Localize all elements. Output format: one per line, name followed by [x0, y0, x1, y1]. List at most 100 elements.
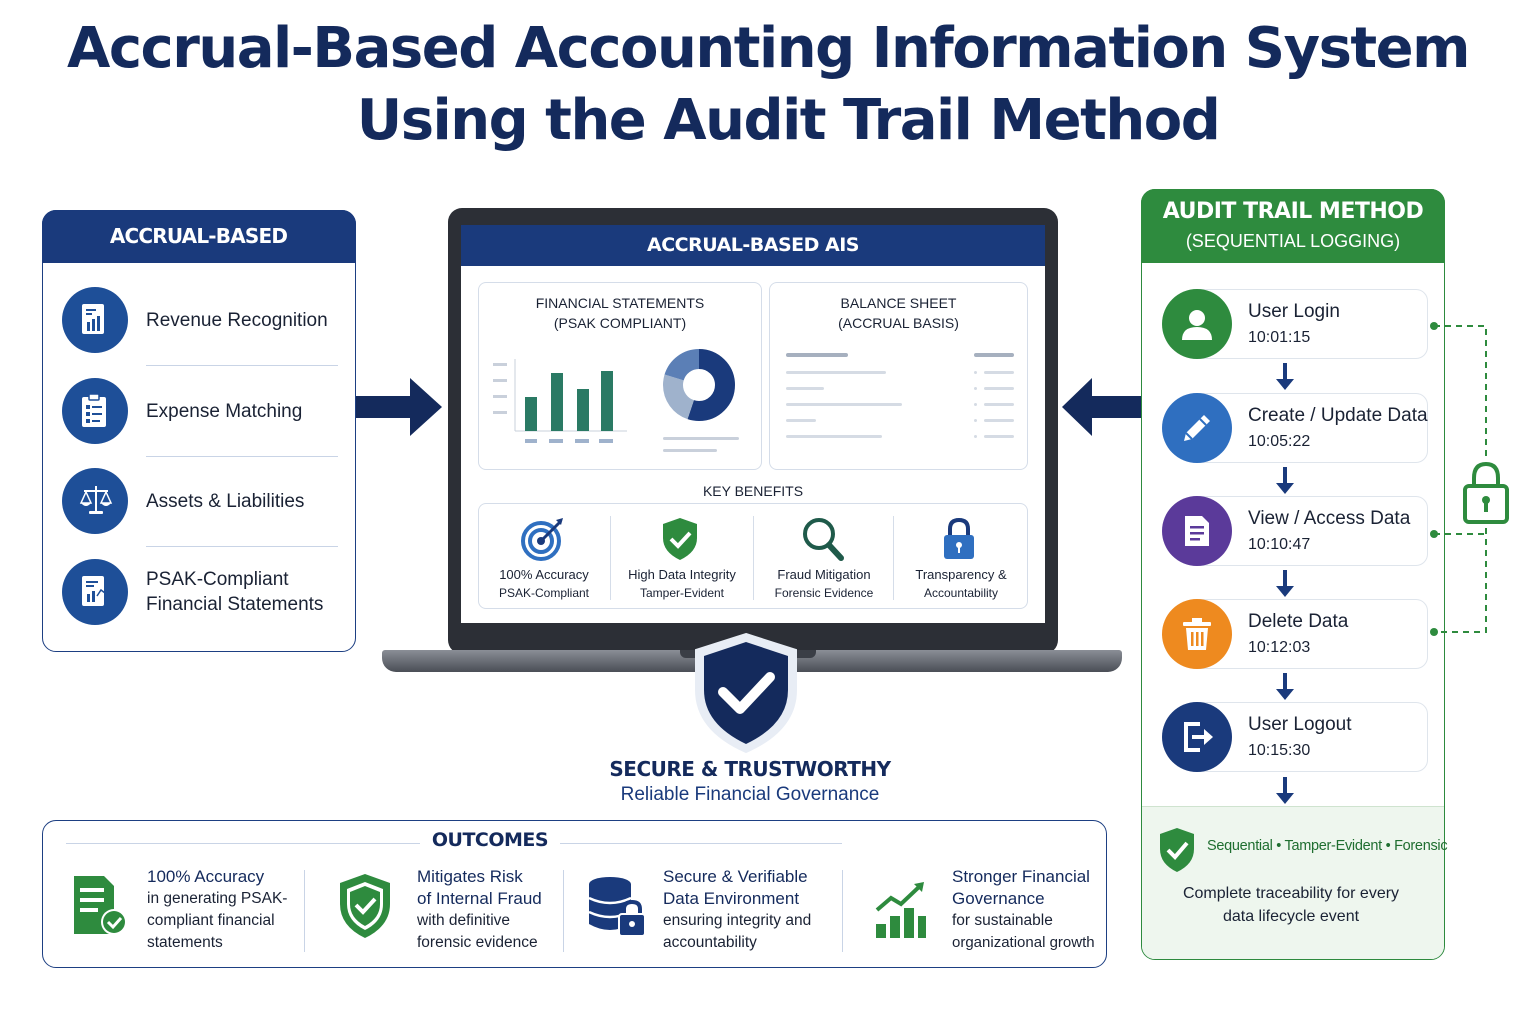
step-name: Create / Update Data [1248, 405, 1428, 426]
label-line-1: PSAK-Compliant [146, 569, 289, 590]
label-line-2: Financial Statements [146, 594, 324, 615]
step-time: 10:15:30 [1248, 742, 1311, 759]
title-line-1: Accrual-Based Accounting Information Sys… [66, 16, 1471, 81]
growth-chart-icon [875, 882, 926, 938]
page-title-line-2: Using the Audit Trail Method [0, 86, 1536, 156]
page-title: Accrual-Based Accounting Information Sys… [0, 14, 1536, 84]
outcome-heading: Secure & Verifiable [663, 867, 808, 886]
sheet-line [786, 353, 848, 357]
outcomes-rule [66, 843, 420, 844]
benefit-line-2: Accountability [923, 586, 999, 600]
down-arrow-icon [1276, 363, 1294, 390]
benefit-line-1: High Data Integrity [628, 567, 736, 582]
divider [146, 546, 338, 547]
financial-statements-card: FINANCIAL STATEMENTS (PSAK COMPLIANT) [478, 282, 762, 470]
sheet-line [974, 419, 977, 422]
document-check-icon [74, 876, 127, 935]
sheet-line [974, 387, 977, 390]
title-line-1: BALANCE SHEET [840, 295, 957, 311]
card-title: FINANCIAL STATEMENTS (PSAK COMPLIANT) [479, 293, 761, 333]
accrual-accounting-heading: ACCRUAL-BASED ACCOUNTING [41, 209, 356, 301]
legend-line [663, 449, 717, 452]
divider [304, 870, 305, 952]
donut-chart-thumbnail [663, 349, 735, 421]
benefit-line-2: Tamper-Evident [639, 586, 725, 600]
outcome-heading: Data Environment [663, 889, 800, 908]
title-line-2: (PSAK COMPLIANT) [553, 315, 687, 331]
sheet-line [984, 371, 1014, 374]
outcome-body: for sustainable [952, 912, 1053, 929]
key-benefits-box [478, 503, 1028, 609]
database-lock-icon [588, 877, 646, 937]
down-arrow-icon [1276, 673, 1294, 700]
outcome-body: forensic evidence [417, 934, 538, 951]
right-arrow-icon [356, 378, 442, 436]
sheet-line [786, 419, 816, 422]
balance-scale-icon [62, 468, 128, 534]
benefit-integrity: High Data Integrity Tamper-Evident [612, 508, 752, 604]
outcome-body: statements [147, 934, 223, 951]
outcome-heading: 100% Accuracy [147, 867, 265, 886]
audit-step-create-update: Create / Update Data 10:05:22 [1160, 393, 1428, 465]
down-arrow-icon [1276, 777, 1294, 804]
step-name: View / Access Data [1248, 508, 1411, 529]
audit-step-login: User Login 10:01:15 [1160, 289, 1428, 361]
step-name: User Login [1248, 301, 1340, 322]
audit-step-view-access: View / Access Data 10:10:47 [1160, 496, 1428, 568]
revenue-recognition-item: Revenue Recognition [62, 275, 338, 365]
step-name: User Logout [1248, 714, 1352, 735]
audit-trail-heading: AUDIT TRAIL METHOD [1162, 199, 1424, 224]
logout-icon [1162, 702, 1232, 772]
outcome-accuracy: 100% Accuracy in generating PSAK- compli… [147, 866, 297, 954]
audit-trail-header: AUDIT TRAIL METHOD (SEQUENTIAL LOGGING) [1141, 189, 1445, 263]
sheet-line [984, 403, 1014, 406]
sheet-line [974, 371, 977, 374]
expense-matching-label: Expense Matching [146, 400, 303, 422]
down-arrow-icon [1276, 570, 1294, 597]
sheet-line [984, 419, 1014, 422]
outcome-body: accountability [663, 934, 757, 951]
balance-sheet-card: BALANCE SHEET (ACCRUAL BASIS) [769, 282, 1028, 470]
clipboard-list-icon [62, 378, 128, 444]
report-chart-icon [62, 287, 128, 353]
pencil-icon [1162, 393, 1232, 463]
audit-lock-connector [1430, 322, 1510, 636]
audit-footer-text: Complete traceability for every data lif… [1160, 882, 1422, 928]
financial-document-icon [62, 559, 128, 625]
title-line-1: FINANCIAL STATEMENTS [535, 295, 705, 311]
step-time: 10:05:22 [1248, 433, 1311, 450]
shield-check-icon [1160, 828, 1194, 872]
user-icon [1162, 289, 1232, 359]
sheet-line [974, 403, 977, 406]
down-arrow-icon [1276, 467, 1294, 494]
assets-liabilities-item: Assets & Liabilities [62, 456, 338, 546]
step-time: 10:10:47 [1248, 536, 1311, 553]
audit-step-logout: User Logout 10:15:30 [1160, 702, 1428, 774]
document-icon [1162, 496, 1232, 566]
step-time: 10:01:15 [1248, 329, 1311, 346]
shield-check-icon [663, 518, 697, 560]
security-shield-icon [695, 632, 797, 754]
sheet-line [786, 435, 882, 438]
outcome-secure: Secure & Verifiable Data Environment ens… [663, 866, 833, 954]
step-name: Delete Data [1248, 611, 1349, 632]
outcome-heading: of Internal Fraud [417, 889, 542, 908]
title-line-2: Using the Audit Trail Method [356, 88, 1221, 153]
audit-step-delete: Delete Data 10:12:03 [1160, 599, 1428, 671]
expense-matching-item: Expense Matching [62, 366, 338, 456]
audit-trail-subheading: (SEQUENTIAL LOGGING) [1185, 231, 1401, 251]
divider [893, 516, 894, 600]
audit-trail-footer [1142, 806, 1444, 959]
left-arrow-icon [1062, 378, 1142, 436]
benefit-fraud: Fraud Mitigation Forensic Evidence [755, 508, 893, 604]
outcome-heading: Governance [952, 889, 1045, 908]
divider [610, 516, 611, 600]
outcome-body: compliant financial [147, 912, 275, 929]
sheet-line [974, 353, 1014, 357]
outcomes-rule [560, 843, 842, 844]
benefit-line-1: Fraud Mitigation [777, 567, 871, 582]
sheet-line [786, 371, 886, 374]
benefit-line-1: 100% Accuracy [499, 567, 589, 582]
trash-icon [1162, 599, 1232, 669]
assets-liabilities-label: Assets & Liabilities [146, 490, 305, 512]
